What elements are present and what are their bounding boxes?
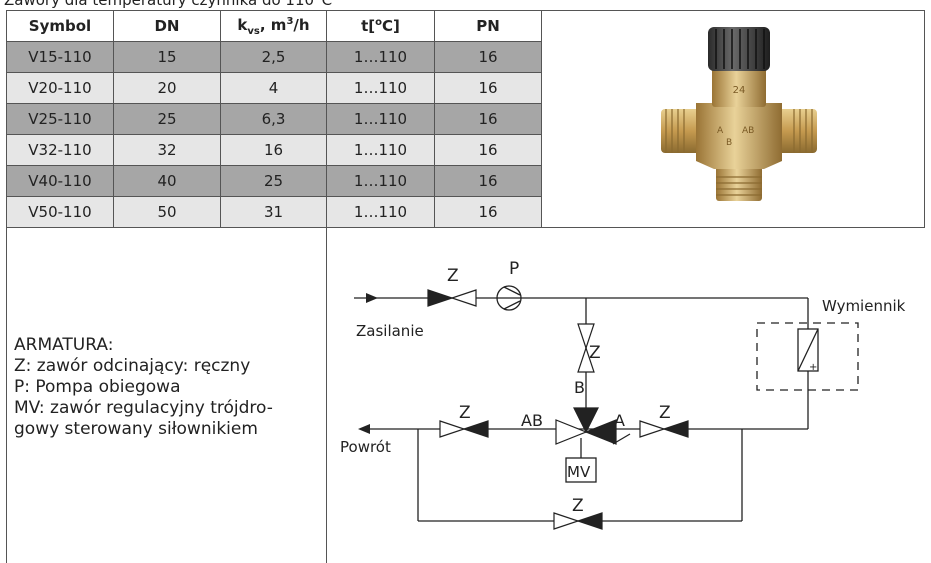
cell-kvs: 25 — [220, 165, 327, 197]
pump-label: P — [509, 259, 519, 279]
cell-symbol: V50-110 — [6, 196, 114, 228]
port-a-label: A — [614, 411, 625, 430]
valve-spec-table: Symbol DN kvs, m3/h t[oC] PN V15-110 15 … — [6, 10, 542, 228]
marking-ab: AB — [742, 126, 754, 136]
cell-kvs: 6,3 — [220, 103, 327, 135]
cell-dn: 20 — [113, 72, 221, 104]
table-row: V15-110 15 2,5 1…110 16 — [6, 41, 542, 73]
cell-dn: 32 — [113, 134, 221, 166]
header-temperature: t[oC] — [326, 10, 435, 42]
marking-24: 24 — [733, 85, 746, 96]
branch-shutoff-valve — [577, 323, 595, 373]
marking-a: A — [717, 126, 724, 136]
cell-kvs: 4 — [220, 72, 327, 104]
fittings-legend-panel: ARMATURA: Z: zawór odcinający: ręczny P:… — [6, 226, 327, 563]
piping-schematic: Zasilanie Powrót Wymiennik Z P Z B AB A … — [340, 259, 906, 530]
bypass-valve-label: Z — [572, 496, 584, 516]
legend-line: P: Pompa obiegowa — [14, 377, 181, 397]
cell-temperature: 1…110 — [326, 41, 435, 73]
cell-dn: 15 — [113, 41, 221, 73]
header-kvs: kvs, m3/h — [220, 10, 327, 42]
supply-valve-label: Z — [447, 266, 459, 286]
return-label: Powrót — [340, 438, 391, 456]
table-row: V40-110 40 25 1…110 16 — [6, 165, 542, 197]
legend-line: Z: zawór odcinający: ręczny — [14, 356, 251, 376]
cell-symbol: V20-110 — [6, 72, 114, 104]
bypass-shutoff-valve — [553, 512, 603, 530]
marking-b: B — [726, 138, 732, 148]
cell-symbol: V25-110 — [6, 103, 114, 135]
cell-pn: 16 — [434, 134, 542, 166]
valve-photo-illustration: 24 A AB B — [661, 27, 817, 201]
cell-pn: 16 — [434, 196, 542, 228]
cell-symbol: V32-110 — [6, 134, 114, 166]
cell-dn: 25 — [113, 103, 221, 135]
table-row: V32-110 32 16 1…110 16 — [6, 134, 542, 166]
mixing-valve-label: MV — [567, 463, 591, 481]
return-shutoff-valve-left — [439, 420, 489, 438]
table-header-row: Symbol DN kvs, m3/h t[oC] PN — [6, 10, 542, 42]
cell-kvs: 2,5 — [220, 41, 327, 73]
cell-pn: 16 — [434, 165, 542, 197]
legend-line: MV: zawór regulacyjny trójdro- — [14, 398, 273, 418]
supply-label: Zasilanie — [356, 322, 424, 340]
cell-symbol: V15-110 — [6, 41, 114, 73]
exchanger-sign: + — [809, 362, 817, 373]
page-caption: Zawory dla temperatury czynnika do 110°C — [4, 0, 333, 9]
cell-pn: 16 — [434, 103, 542, 135]
cell-pn: 16 — [434, 41, 542, 73]
table-row: V20-110 20 4 1…110 16 — [6, 72, 542, 104]
cell-temperature: 1…110 — [326, 196, 435, 228]
port-ab-label: AB — [521, 411, 543, 430]
return-valve-right-label: Z — [659, 403, 671, 423]
return-shutoff-valve-right — [639, 420, 689, 438]
cell-pn: 16 — [434, 72, 542, 104]
supply-shutoff-valve — [427, 289, 477, 307]
header-pn: PN — [434, 10, 542, 42]
cell-symbol: V40-110 — [6, 165, 114, 197]
fittings-legend: ARMATURA: Z: zawór odcinający: ręczny P:… — [14, 335, 273, 440]
cell-temperature: 1…110 — [326, 72, 435, 104]
header-symbol: Symbol — [6, 10, 114, 42]
branch-valve-label: Z — [589, 343, 601, 363]
mixing-valve-symbol — [555, 407, 617, 445]
cell-dn: 50 — [113, 196, 221, 228]
table-row: V50-110 50 31 1…110 16 — [6, 196, 542, 228]
exchanger-element — [797, 328, 819, 372]
pump-symbol — [496, 285, 522, 311]
port-b-label: B — [574, 378, 585, 397]
table-row: V25-110 25 6,3 1…110 16 — [6, 103, 542, 135]
legend-line: gowy sterowany siłownikiem — [14, 419, 258, 439]
cell-temperature: 1…110 — [326, 165, 435, 197]
cell-dn: 40 — [113, 165, 221, 197]
legend-title: ARMATURA: — [14, 335, 114, 355]
cell-kvs: 16 — [220, 134, 327, 166]
cell-temperature: 1…110 — [326, 103, 435, 135]
return-valve-left-label: Z — [459, 403, 471, 423]
header-dn: DN — [113, 10, 221, 42]
exchanger-label: Wymiennik — [822, 297, 906, 315]
cell-kvs: 31 — [220, 196, 327, 228]
cell-temperature: 1…110 — [326, 134, 435, 166]
product-photo-cell: 24 A AB B — [536, 10, 925, 228]
